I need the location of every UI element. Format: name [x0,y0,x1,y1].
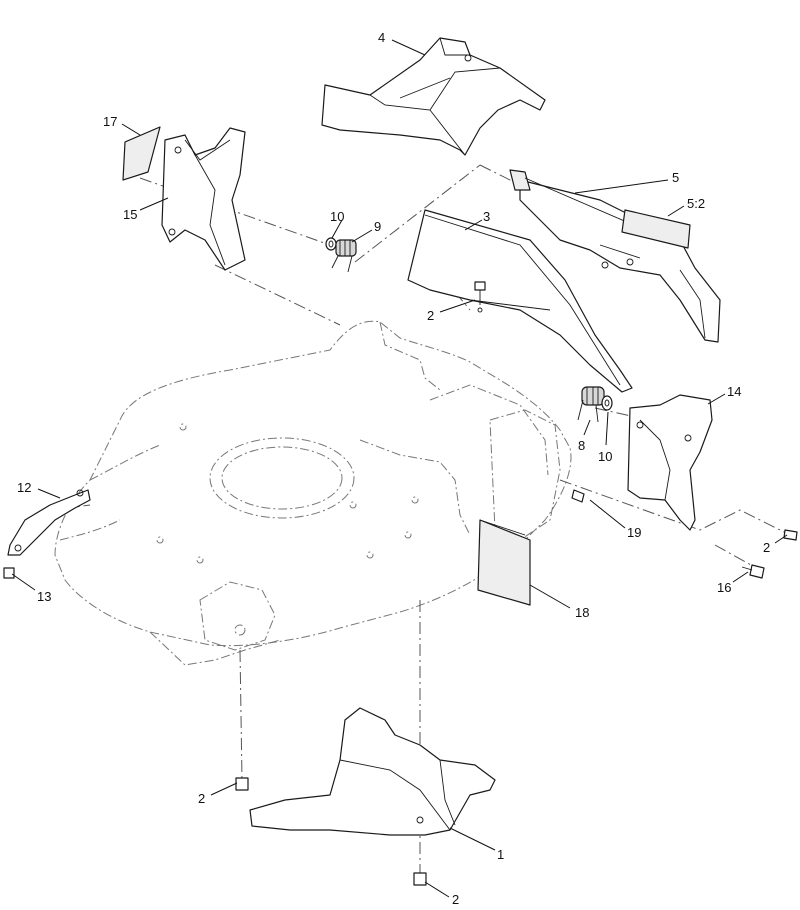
callout-3: 3 [483,209,490,224]
part-14-right-bracket [627,394,713,531]
callout-18: 18 [575,605,589,620]
part-8-spring-right [577,386,605,423]
part-2-bolt-right [783,529,798,541]
callout-19: 19 [627,525,641,540]
part-1-front-cover [249,707,496,836]
part-3-baffle [407,209,633,393]
part-2-bolt-top [474,281,486,313]
callout-leaders [11,39,788,898]
part-19-bolt [571,489,585,503]
callout-labels: 4 17 15 10 9 5 5:2 3 2 14 8 10 12 13 19 … [17,30,770,907]
mower-deck-phantom [54,320,572,666]
callout-12: 12 [17,480,31,495]
part-10-washer-right [601,395,613,411]
part-2-bolt-bottom [413,872,427,886]
callout-13: 13 [37,589,51,604]
part-13-bolt [3,567,15,579]
callout-2-right: 2 [763,540,770,555]
part-15-left-bracket [161,127,246,271]
callout-15: 15 [123,207,137,222]
callout-10-left: 10 [330,209,344,224]
callout-2-front-left: 2 [198,791,205,806]
callout-5: 5 [672,170,679,185]
callout-1: 1 [497,847,504,862]
callout-17: 17 [103,114,117,129]
callout-16: 16 [717,580,731,595]
callout-14: 14 [727,384,741,399]
callout-2-bottom: 2 [452,892,459,907]
part-4-rear-cover [321,37,546,156]
part-5-2-decal [621,209,691,249]
part-17-plate [122,126,161,181]
part-12-handle-bracket [7,489,91,556]
part-18-flap [477,519,531,606]
callout-8: 8 [578,438,585,453]
callout-4: 4 [378,30,385,45]
part-2-bolt-front-left [235,777,249,791]
callout-5-2: 5:2 [687,196,705,211]
part-16-bolt [741,564,765,579]
callout-2-top: 2 [427,308,434,323]
part-10-washer-left [325,237,337,251]
part-9-spring-left [331,239,357,273]
callout-10-right: 10 [598,449,612,464]
callout-9: 9 [374,219,381,234]
